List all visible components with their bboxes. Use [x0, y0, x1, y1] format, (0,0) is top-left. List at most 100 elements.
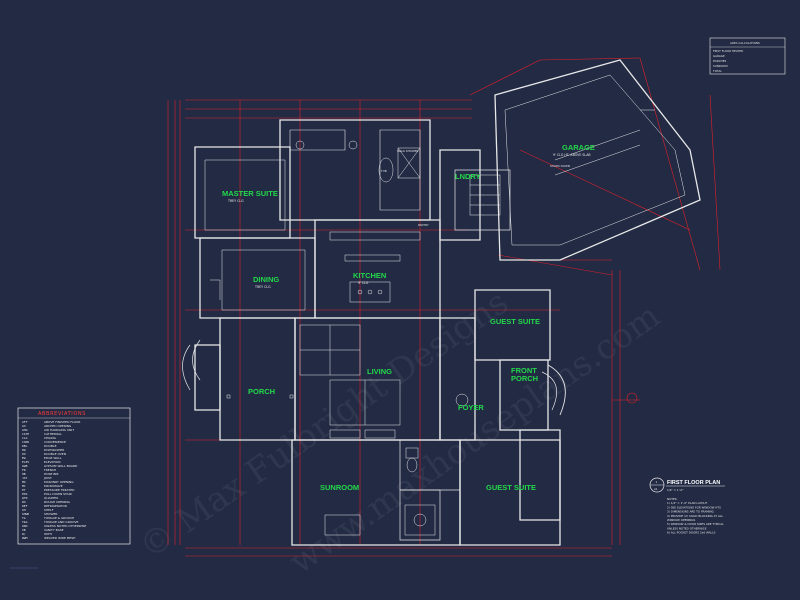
room-label-dining: DINING [253, 275, 279, 284]
abbreviation-definition: DOUBLE [44, 444, 57, 448]
abbreviation-definition: VANITY BASE [44, 528, 64, 532]
room-label-guest-suite-1: GUEST SUITE [490, 317, 540, 326]
plan-title: FIRST FLOOR PLAN [667, 480, 720, 486]
abbreviation-code: PT [22, 488, 26, 492]
plan-note: 3) DIMENSIONS ARE TO FRAMING [667, 510, 714, 514]
abbreviation-definition: AIR HANDLING UNIT [44, 428, 74, 432]
room-label-sunroom: SUNROOM [320, 483, 359, 492]
room-label-kitchen: KITCHEN [353, 271, 386, 280]
abbreviation-definition: UNLESS NOTED OTHERWISE [44, 524, 86, 528]
plan-note: 1) 1/4" = 1'-0" PLAN LAYOUT [667, 501, 708, 505]
abbreviation-code: DW [22, 448, 26, 452]
room-label-master-suite: MASTER SUITE [222, 189, 278, 198]
abbreviation-definition: EDGE WALL [44, 456, 62, 460]
abbreviation-definition: TONGUE AND GROOVE [43, 520, 78, 524]
abbreviation-code: CATH [22, 432, 29, 436]
abbreviation-definition: QUARTER [44, 496, 58, 500]
abbreviation-code: AHU [22, 428, 28, 432]
abbreviation-definition: TONGUE & GROOVE [43, 516, 74, 520]
plan-note: NOTES: [667, 497, 678, 501]
kitchen-ceiling-note: 9' CLG [358, 281, 369, 285]
area-row: FIRST FLOOR HEATED [713, 49, 743, 53]
master-ceiling-note: TREY CLG [227, 199, 244, 203]
plan-note: 2) SEE ELEVATIONS FOR WINDOW HTS [667, 505, 721, 509]
plan-title-block: 1 A1 FIRST FLOOR PLAN 1/4" = 1'-0" NOTES… [649, 477, 725, 535]
abbreviation-code: CONV [22, 440, 29, 444]
abbreviation-code: ELEV [22, 460, 29, 464]
abbreviation-code: TG [22, 516, 26, 520]
walls [182, 59, 701, 546]
abbreviation-code: RO [22, 500, 26, 504]
abbreviation-code: EW [22, 456, 26, 460]
abbreviation-definition: PRESSURE TREATED [44, 488, 75, 492]
abbreviation-code: CLG [22, 436, 28, 440]
abbreviation-definition: REFRIGERATOR [44, 504, 67, 508]
abbreviation-code: GWB [22, 464, 28, 468]
room-label-porch: PORCH [248, 387, 275, 396]
abbreviation-code: PDS [22, 492, 28, 496]
stairs-note: STAIRS DOWN [550, 164, 570, 168]
room-label-front-porch-1: FRONT [511, 366, 537, 375]
abbreviations-title: ABBREVIATIONS [38, 411, 86, 417]
abbreviation-definition: WITH [44, 532, 52, 536]
abbreviation-definition: ARCHED OPENING [44, 424, 72, 428]
abbreviation-code: HB [22, 472, 26, 476]
area-row: SUNROOM [713, 64, 728, 68]
plan-note: 6) ALL POCKET DOORS 2x6 WALLS [667, 531, 716, 535]
area-calculations-table: AREA CALCULATIONS FIRST FLOOR HEATED GAR… [709, 37, 786, 75]
room-label-front-porch-2: PORCH [511, 374, 538, 383]
plan-ref-number: 1 [656, 480, 658, 484]
area-table-title: AREA CALCULATIONS [730, 41, 760, 45]
room-labels: MASTER SUITE TREY CLG DINING TREY CLG KI… [222, 143, 595, 492]
abbreviation-definition: HOSE BIB [44, 472, 58, 476]
abbreviation-code: MO [22, 480, 26, 484]
abbreviation-code: JST [22, 476, 28, 480]
area-row: PORCHES [713, 59, 727, 63]
abbreviation-code: AO [22, 424, 26, 428]
abbreviation-code: VB [22, 528, 26, 532]
abbreviation-definition: SHELF [44, 508, 54, 512]
abbreviation-code: W/ [22, 532, 26, 536]
dining-ceiling-note: TREY CLG [254, 285, 271, 289]
abbreviation-code: SHWR [22, 512, 29, 516]
room-label-guest-suite-2: GUEST SUITE [486, 483, 536, 492]
abbreviation-code: MC [22, 484, 26, 488]
plan-note: 5) WINDOW & DOOR SIZES ARE TYPICAL [667, 522, 724, 526]
abbreviation-definition: CEILING [44, 436, 57, 440]
abbreviation-code: DO [22, 452, 26, 456]
room-label-living: LIVING [367, 367, 392, 376]
pantry-label: PANTRY [418, 223, 429, 227]
abbreviation-definition: DOUBLE OVEN [44, 452, 66, 456]
abbreviation-definition: ROUGH OPENING [44, 500, 71, 504]
abbreviation-definition: WELDED WIRE MESH [44, 536, 75, 540]
room-label-garage: GARAGE [562, 143, 595, 152]
abbreviation-definition: ABOVE FINISHED FLOOR [44, 420, 80, 424]
abbreviation-definition: JOIST [43, 476, 52, 480]
room-label-foyer: FOYER [458, 403, 484, 412]
abbreviation-code: REF [22, 504, 28, 508]
abbreviation-code: DBL [22, 444, 28, 448]
fixtures [210, 109, 655, 536]
abbreviation-code: AFF [22, 420, 28, 424]
plan-note: WINDOW OPENINGS [667, 518, 696, 522]
plan-note: 4) PROVIDE (2) SOLID BLOCKING AT ALL [667, 514, 723, 518]
room-label-laundry: LNDRY [455, 172, 481, 181]
abbreviation-definition: DISHWASHER [44, 448, 64, 452]
area-row: GARAGE [713, 54, 725, 58]
abbreviation-definition: FRENCH [44, 468, 56, 472]
plan-ref-sheet: A1 [654, 487, 658, 491]
abbreviation-definition: SHOWER [44, 512, 57, 516]
area-row: TOTAL [712, 69, 722, 73]
plan-scale: 1/4" = 1'-0" [667, 488, 684, 492]
abbreviation-definition: PULL DOWN STAIR [44, 492, 72, 496]
abbreviation-code: FR [22, 468, 26, 472]
abbreviation-definition: MASONRY OPENING [44, 480, 74, 484]
abbreviation-code: SH [22, 508, 26, 512]
abbreviation-definition: MICROWAVE [44, 484, 63, 488]
garage-ceiling-note: 9' CLG HT. ABOVE SLAB [553, 153, 591, 157]
shower-label: WALK SHOWER [397, 149, 418, 153]
